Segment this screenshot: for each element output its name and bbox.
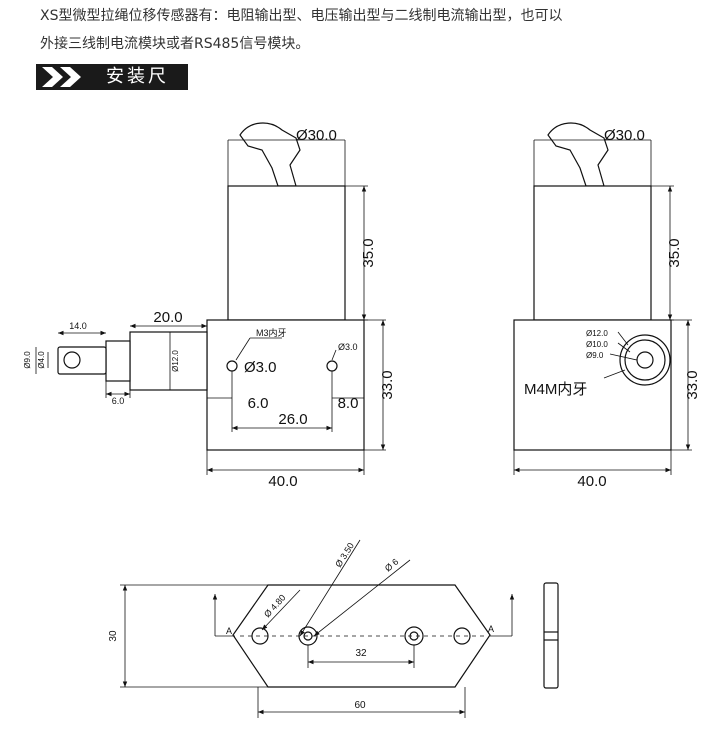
front-hole-spacing-label: 26.0: [278, 411, 307, 428]
side-upper-body: [533, 185, 652, 321]
front-eye-outer-label: Ø9.0: [23, 351, 32, 369]
front-base-width-label: 40.0: [268, 473, 297, 490]
front-shaft-neck: [105, 340, 131, 382]
front-eye-hole: [63, 351, 81, 369]
side-ring-middle-label: Ø10.0: [586, 340, 608, 349]
intro-text-line-2: 外接三线制电流模块或者RS485信号模块。: [40, 36, 310, 52]
front-hole-large-label: Ø3.0: [244, 359, 277, 376]
front-neck-length-label: 6.0: [112, 396, 125, 406]
side-cable: [547, 122, 609, 187]
intro-text-line-1: XS型微型拉绳位移传感器有：电阻输出型、电压输出型与二线制电流输出型，也可以: [40, 8, 563, 24]
plate-width-label: 60: [354, 700, 366, 711]
side-base-height-label: 33.0: [684, 370, 701, 399]
front-hole-offset-label: 6.0: [248, 395, 269, 412]
plate-hole-4: [453, 627, 471, 645]
front-cable: [239, 122, 301, 187]
front-body-height-label: 35.0: [360, 238, 377, 267]
front-shaft-length-label: 20.0: [153, 309, 182, 326]
front-shaft-diameter-label: Ø12.0: [171, 350, 180, 372]
side-thread-note: M4M内牙: [524, 381, 587, 398]
side-cable-diameter-label: Ø30.0: [604, 127, 645, 144]
front-hook-length-label: 14.0: [69, 321, 87, 331]
side-dimension-lines: [513, 139, 692, 475]
side-view: [513, 122, 672, 451]
front-upper-body: [227, 185, 346, 321]
side-ring-outer-label: Ø12.0: [586, 329, 608, 338]
front-cable-diameter-label: Ø30.0: [296, 127, 337, 144]
front-thread-note: M3内牙: [256, 327, 287, 338]
plate-section-label-left: A: [226, 626, 232, 636]
plate-hole-spacing-label: 32: [355, 648, 367, 659]
plate-dimension-lines: [120, 539, 515, 718]
front-shaft: [129, 331, 208, 391]
plate-section-label-right: A: [488, 624, 494, 634]
front-dimension-lines: [35, 139, 386, 475]
side-body-height-label: 35.0: [666, 238, 683, 267]
front-eye-inner-label: Ø4.0: [37, 351, 46, 369]
double-chevron-right-icon: [36, 64, 96, 90]
side-ring-inner-label: Ø9.0: [586, 351, 604, 360]
front-base-height-label: 33.0: [379, 370, 396, 399]
section-title: 安装尺寸: [96, 64, 188, 113]
side-labels: Ø30.0 35.0 Ø12.0 Ø10.0 Ø9.0 M4M内牙 33.0 4…: [524, 127, 701, 490]
front-labels: Ø30.0 35.0 33.0 40.0 14.0 20.0 Ø9.0 Ø4.0…: [23, 127, 396, 490]
front-view: [57, 122, 365, 451]
side-ring-middle: [624, 339, 666, 381]
front-base-block: [206, 319, 365, 451]
front-hole-small-label: Ø3.0: [338, 342, 358, 352]
front-eye-hook: [57, 346, 107, 375]
plate-side-view: [543, 582, 559, 689]
plate-height-label: 30: [108, 630, 119, 642]
plate-hole-diameter-b-label: Ø 6: [383, 557, 401, 574]
side-ring-outer: [619, 334, 671, 386]
front-hole-edge-label: 8.0: [338, 395, 359, 412]
section-header: 安装尺寸: [36, 64, 188, 113]
side-base-width-label: 40.0: [577, 473, 606, 490]
